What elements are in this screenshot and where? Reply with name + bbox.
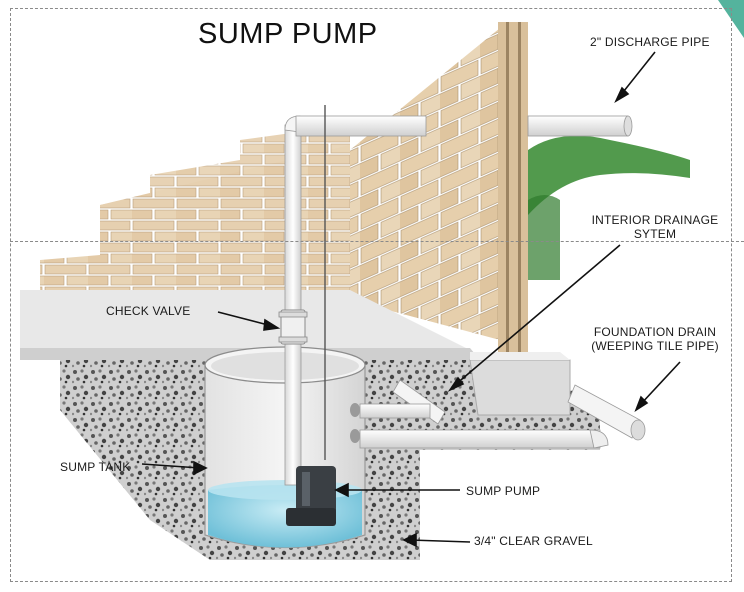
interior-drain-pipe xyxy=(392,379,446,425)
foundation-drain-pipe xyxy=(567,384,641,439)
foundation-footing xyxy=(469,359,571,416)
wall-corner-column xyxy=(498,22,528,374)
side-brick-wall xyxy=(350,28,500,340)
label-discharge-pipe: 2" DISCHARGE PIPE xyxy=(590,35,710,49)
discharge-pipe-horizontal xyxy=(295,115,427,137)
back-brick-wall xyxy=(40,145,350,290)
discharge-pipe-vertical xyxy=(284,124,302,486)
label-foundation-drain-line1: FOUNDATION DRAIN xyxy=(593,325,717,339)
drain-inlet-lower xyxy=(359,429,601,449)
basement-floor xyxy=(20,290,470,350)
diagram-title: SUMP PUMP xyxy=(198,18,378,50)
label-foundation-drain: FOUNDATION DRAIN (WEEPING TILE PIPE) xyxy=(585,325,725,353)
label-interior-drainage-line2: SYTEM xyxy=(633,227,677,241)
label-check-valve: CHECK VALVE xyxy=(106,304,191,318)
label-interior-drainage-line1: INTERIOR DRAINAGE xyxy=(591,213,719,227)
label-sump-pump: SUMP PUMP xyxy=(466,484,541,498)
label-sump-tank: SUMP TANK xyxy=(60,460,131,474)
label-gravel: 3/4" CLEAR GRAVEL xyxy=(474,534,593,548)
grass-exterior xyxy=(528,135,690,215)
label-foundation-drain-line2: (WEEPING TILE PIPE) xyxy=(591,339,719,353)
label-interior-drainage: INTERIOR DRAINAGE SYTEM xyxy=(580,213,730,241)
check-valve-body xyxy=(280,309,306,345)
leader-arrows xyxy=(141,51,681,548)
drain-inlet-upper xyxy=(359,403,431,419)
discharge-pipe-exterior xyxy=(527,115,629,137)
